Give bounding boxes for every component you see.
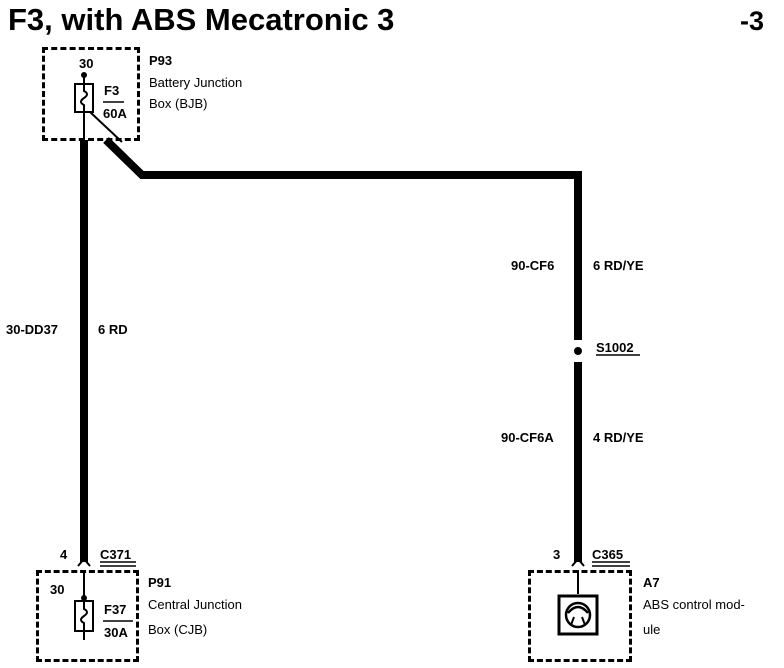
fuse-f37-name: F37 [104, 602, 127, 617]
bjb-pin-label: 30 [79, 56, 94, 71]
cjb-pin-dot [81, 595, 87, 601]
bjb-name-line2: Box (BJB) [149, 96, 208, 111]
wire-90-cf6 [103, 137, 582, 340]
cjb-pin-label: 30 [50, 582, 65, 597]
splice-s1002-dot [574, 347, 582, 355]
diagram-title: F3, with ABS Mecatronic 3 [8, 2, 395, 37]
cjb-connector-pin-label: 4 [60, 547, 68, 562]
abs-module-symbol-icon [557, 594, 599, 636]
bjb-id-label: P93 [149, 53, 173, 68]
abs-connector-label: C365 [592, 547, 624, 562]
bjb-name-line1: Battery Junction [149, 75, 243, 90]
wire-left-spec-label: 6 RD [98, 322, 128, 337]
fuse-f3-name: F3 [104, 83, 120, 98]
connector-c371-arrow [77, 557, 91, 567]
cjb-name-line1: Central Junction [148, 597, 242, 612]
connector-c365-arrow [571, 557, 585, 567]
central-junction-box-outline [36, 570, 139, 662]
abs-id-label: A7 [643, 575, 660, 590]
cjb-id-label: P91 [148, 575, 172, 590]
abs-module-outline [528, 570, 632, 662]
fuse-f37-rating: 30A [104, 625, 128, 640]
wire-right-lower-circuit-label: 90-CF6A [501, 430, 554, 445]
wire-right-upper-circuit-label: 90-CF6 [511, 258, 555, 273]
abs-name-line1: ABS control mod- [643, 597, 745, 612]
battery-junction-box-outline [42, 47, 140, 141]
abs-connector-pin-label: 3 [553, 547, 561, 562]
abs-name-line2: ule [643, 622, 661, 637]
wire-right-lower-spec-label: 4 RD/YE [593, 430, 644, 445]
wire-left-circuit-label: 30-DD37 [6, 322, 59, 337]
fuse-f3-rating: 60A [103, 106, 127, 121]
page-number: -3 [740, 6, 765, 36]
wire-right-upper-spec-label: 6 RD/YE [593, 258, 644, 273]
splice-label: S1002 [596, 340, 634, 355]
cjb-name-line2: Box (CJB) [148, 622, 208, 637]
cjb-connector-label: C371 [100, 547, 132, 562]
